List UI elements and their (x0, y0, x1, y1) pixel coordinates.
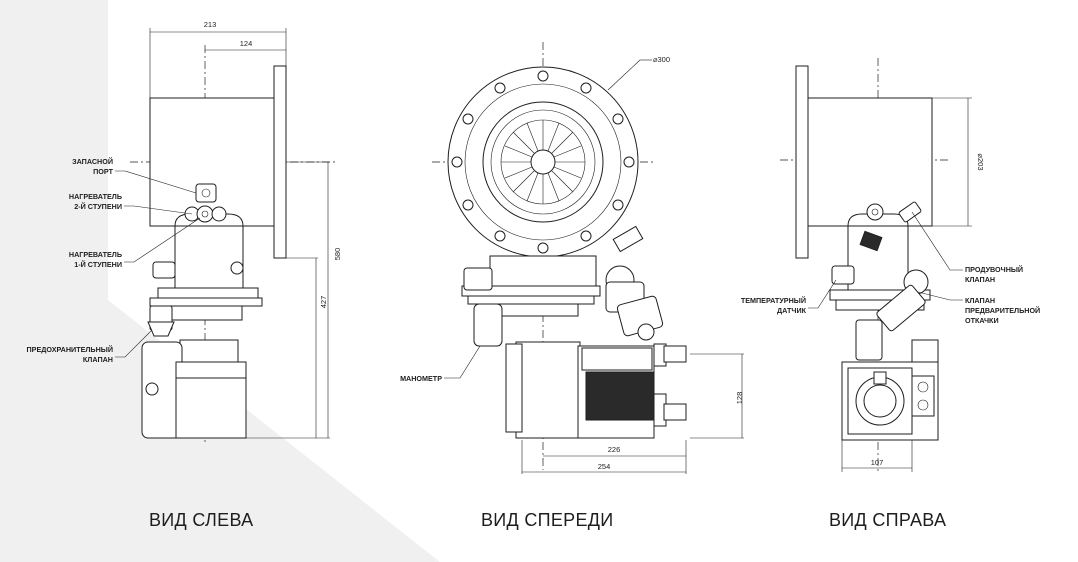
dim-300: ⌀300 (653, 55, 670, 64)
dim-128: 128 (735, 392, 744, 405)
label-spare-port-2: ПОРТ (93, 167, 113, 176)
label-rough-2: ПРЕДВАРИТЕЛЬНОЙ (965, 306, 1040, 315)
dim-427: 427 (319, 296, 328, 309)
dim-213: 213 (204, 20, 217, 29)
leader-purge (911, 211, 963, 271)
leader-heater1 (124, 217, 201, 263)
label-relief-1: ПРЕДОХРАНИТЕЛЬНЫЙ (27, 345, 113, 354)
front-dimension-lines (521, 59, 744, 474)
leader-heater2 (124, 205, 193, 215)
leader-temp (808, 279, 837, 309)
label-relief-2: КЛАПАН (83, 355, 113, 364)
caption-right-view: ВИД СПРАВА (829, 510, 947, 530)
label-heater1-2: 1-Й СТУПЕНИ (74, 260, 122, 269)
label-purge-1: ПРОДУВОЧНЫЙ (965, 265, 1023, 274)
label-rough-1: КЛАПАН (965, 296, 995, 305)
label-purge-2: КЛАПАН (965, 275, 995, 284)
right-view-drawing (780, 58, 972, 472)
dim-226: 226 (608, 445, 621, 454)
label-heater2-1: НАГРЕВАТЕЛЬ (69, 192, 122, 201)
cryo-array-vanes (501, 120, 585, 204)
label-temp-1: ТЕМПЕРАТУРНЫЙ (741, 296, 806, 305)
dim-124: 124 (240, 39, 253, 48)
caption-left-view: ВИД СЛЕВА (149, 510, 254, 530)
label-heater2-2: 2-Й СТУПЕНИ (74, 202, 122, 211)
leader-rough (917, 291, 963, 301)
dim-107: 107 (871, 458, 884, 467)
leader-manometer (444, 345, 481, 379)
dim-203: ⌀203 (976, 153, 985, 170)
dim-580: 580 (333, 248, 342, 261)
label-temp-2: ДАТЧИК (777, 306, 807, 315)
left-dimension-lines (149, 28, 330, 439)
label-heater1-1: НАГРЕВАТЕЛЬ (69, 250, 122, 259)
dim-254: 254 (598, 462, 611, 471)
caption-front-view: ВИД СПЕРЕДИ (481, 510, 614, 530)
label-manometer: МАНОМЕТР (400, 374, 442, 383)
flange-bolt-holes (451, 70, 635, 254)
label-rough-3: ОТКАЧКИ (965, 316, 999, 325)
left-view-drawing (130, 28, 335, 445)
leader-spare-port (115, 170, 197, 194)
front-view-drawing (432, 42, 744, 474)
right-dimension-lines (841, 97, 972, 472)
leader-relief (115, 329, 153, 358)
label-spare-port-1: ЗАПАСНОЙ (72, 157, 113, 166)
